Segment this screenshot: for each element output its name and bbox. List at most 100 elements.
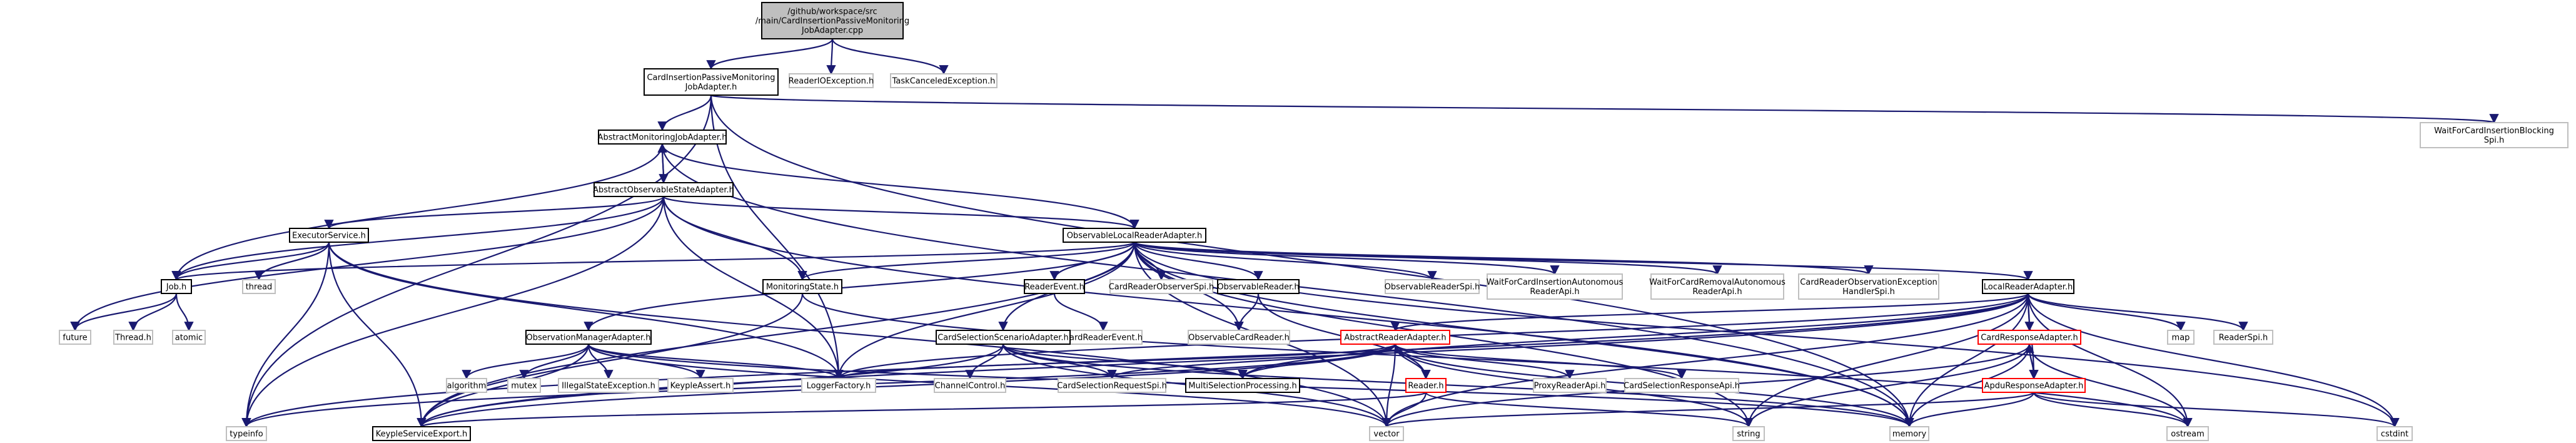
edge-oma-to-loggerfactory [587, 344, 844, 380]
node-label: Thread.h [114, 334, 151, 343]
edge-lra-to-ostream [2027, 293, 2193, 428]
dependency-nodes: /github/workspace/src/main/CardInsertion… [59, 2, 2568, 441]
node-lra[interactable]: LocalReaderAdapter.h [1982, 279, 2074, 294]
node-task_canceled: TaskCanceledException.h [890, 73, 998, 88]
edge-ara2-to-memory [1904, 392, 2035, 428]
node-box [172, 330, 206, 345]
edge-cipmja_h-to-loggerfactory [710, 94, 844, 380]
node-box [1369, 426, 1404, 441]
edge-executor-to-vector [328, 242, 1392, 428]
node-box [789, 73, 874, 88]
node-olra[interactable]: ObservableLocalReaderAdapter.h [1063, 228, 1206, 243]
node-label: ObservableLocalReaderAdapter.h [1067, 232, 1203, 241]
node-label: CardResponseAdapter.h [1981, 334, 2078, 343]
node-amja[interactable]: AbstractMonitoringJobAdapter.h [598, 130, 727, 145]
node-cipmja_h[interactable]: CardInsertionPassiveMonitoringJobAdapter… [644, 68, 779, 96]
edge-aosa-to-loggerfactory [662, 196, 844, 380]
node-reader[interactable]: Reader.h [1405, 378, 1447, 393]
node-proxyreader: ProxyReaderApi.h [1533, 378, 1607, 393]
edge-amja-to-olra [661, 143, 1139, 230]
edge-cra-to-memory [1904, 344, 2031, 428]
node-label: WaitForCardRemovalAutonomous [1649, 278, 1786, 287]
edge-olra-to-obsreader [1133, 242, 1263, 281]
edge-lra-to-map [2027, 293, 2186, 332]
edge-cipmja_h-to-wait_blocking [710, 94, 2498, 124]
node-kse[interactable]: KeypleServiceExport.h [372, 426, 471, 441]
edge-olra-to-oma [583, 242, 1136, 332]
edge-executor-to-typeinfo [241, 242, 330, 428]
node-ostream: ostream [2166, 426, 2209, 441]
node-box [289, 228, 369, 243]
edge-root-to-cipmja_h [706, 38, 834, 70]
node-aosa[interactable]: AbstractObservableStateAdapter.h [593, 182, 734, 197]
node-label: ostream [2171, 430, 2205, 439]
node-label: mutex [511, 382, 537, 391]
node-readerevent[interactable]: ReaderEvent.h [1024, 279, 1085, 294]
node-mutex: mutex [507, 378, 541, 393]
edge-oma-to-kse [417, 344, 590, 428]
edge-olra-to-memory [1133, 242, 1914, 428]
node-vector: vector [1369, 426, 1404, 441]
node-label: ReaderEvent.h [1024, 283, 1084, 292]
node-csresp: CardSelectionResponseApi.h [1624, 378, 1740, 393]
node-label: cstdint [2381, 430, 2408, 439]
node-box [507, 378, 541, 393]
node-label: ProxyReaderApi.h [1534, 382, 1606, 391]
node-box [1340, 330, 1450, 345]
node-label: ObservableCardReader.h [1188, 334, 1290, 343]
node-cardreaderevent: CardReaderEvent.h [1064, 330, 1143, 345]
node-label: JobAdapter.h [685, 83, 737, 92]
node-label: ObservableReaderSpi.h [1385, 283, 1480, 292]
node-label: future [63, 334, 87, 343]
edge-ara-to-csresp [1394, 344, 1687, 380]
node-ara[interactable]: AbstractReaderAdapter.h [1340, 330, 1450, 345]
edge-oma-to-illegalstate [587, 344, 614, 380]
node-monstate[interactable]: MonitoringState.h [762, 279, 842, 294]
edge-cssa-to-channelcontrol [965, 344, 1004, 380]
edge-executor-to-kse [328, 242, 427, 428]
edge-cipmja_h-to-memory [710, 94, 1914, 428]
node-box [2420, 122, 2568, 148]
node-box [1405, 378, 1447, 393]
node-box [113, 330, 153, 345]
node-ara2[interactable]: ApduResponseAdapter.h [1982, 378, 2086, 393]
node-cra[interactable]: CardResponseAdapter.h [1977, 330, 2081, 345]
node-label: ChannelControl.h [935, 382, 1006, 391]
node-label: AbstractReaderAdapter.h [1344, 334, 1446, 343]
node-label: Spi.h [2484, 136, 2505, 145]
node-box [558, 378, 659, 393]
node-box [1063, 228, 1206, 243]
edge-cra-to-ostream [2028, 344, 2193, 428]
node-box [1487, 273, 1623, 300]
node-box [2376, 426, 2413, 441]
node-cros: CardReaderObserverSpi.h [1109, 279, 1214, 294]
node-label: thread [246, 283, 273, 292]
node-thread: thread [242, 279, 276, 294]
edge-ara2-to-ostream [2033, 392, 2193, 428]
edge-aosa-to-typeinfo [241, 196, 665, 428]
node-obsreader[interactable]: ObservableReader.h [1217, 279, 1300, 294]
node-multisel[interactable]: MultiSelectionProcessing.h [1185, 378, 1300, 393]
node-box [1185, 378, 1300, 393]
node-cstdint: cstdint [2376, 426, 2413, 441]
node-box [446, 378, 487, 393]
node-box [1977, 330, 2081, 345]
node-job[interactable]: Job.h [161, 279, 192, 294]
node-cssa[interactable]: CardSelectionScenarioAdapter.h [936, 330, 1071, 345]
node-label: TaskCanceledException.h [892, 77, 996, 86]
node-root[interactable]: /github/workspace/src/main/CardInsertion… [755, 2, 909, 39]
node-box [525, 330, 652, 345]
node-label: KeypleServiceExport.h [376, 430, 467, 439]
node-box [936, 330, 1071, 345]
node-box [1533, 378, 1607, 393]
node-label: CardInsertionPassiveMonitoring [647, 73, 775, 83]
node-oma[interactable]: ObservationManagerAdapter.h [525, 330, 652, 345]
edge-ara2-to-cra [2024, 343, 2035, 379]
node-label: LocalReaderAdapter.h [1984, 283, 2073, 292]
edge-ara-to-proxyreader [1394, 344, 1575, 380]
node-executor[interactable]: ExecutorService.h [289, 228, 369, 243]
edge-aosa-to-olra [662, 195, 1139, 230]
node-obscardreader: ObservableCardReader.h [1188, 330, 1290, 345]
edge-root-to-reader_io [826, 38, 836, 75]
